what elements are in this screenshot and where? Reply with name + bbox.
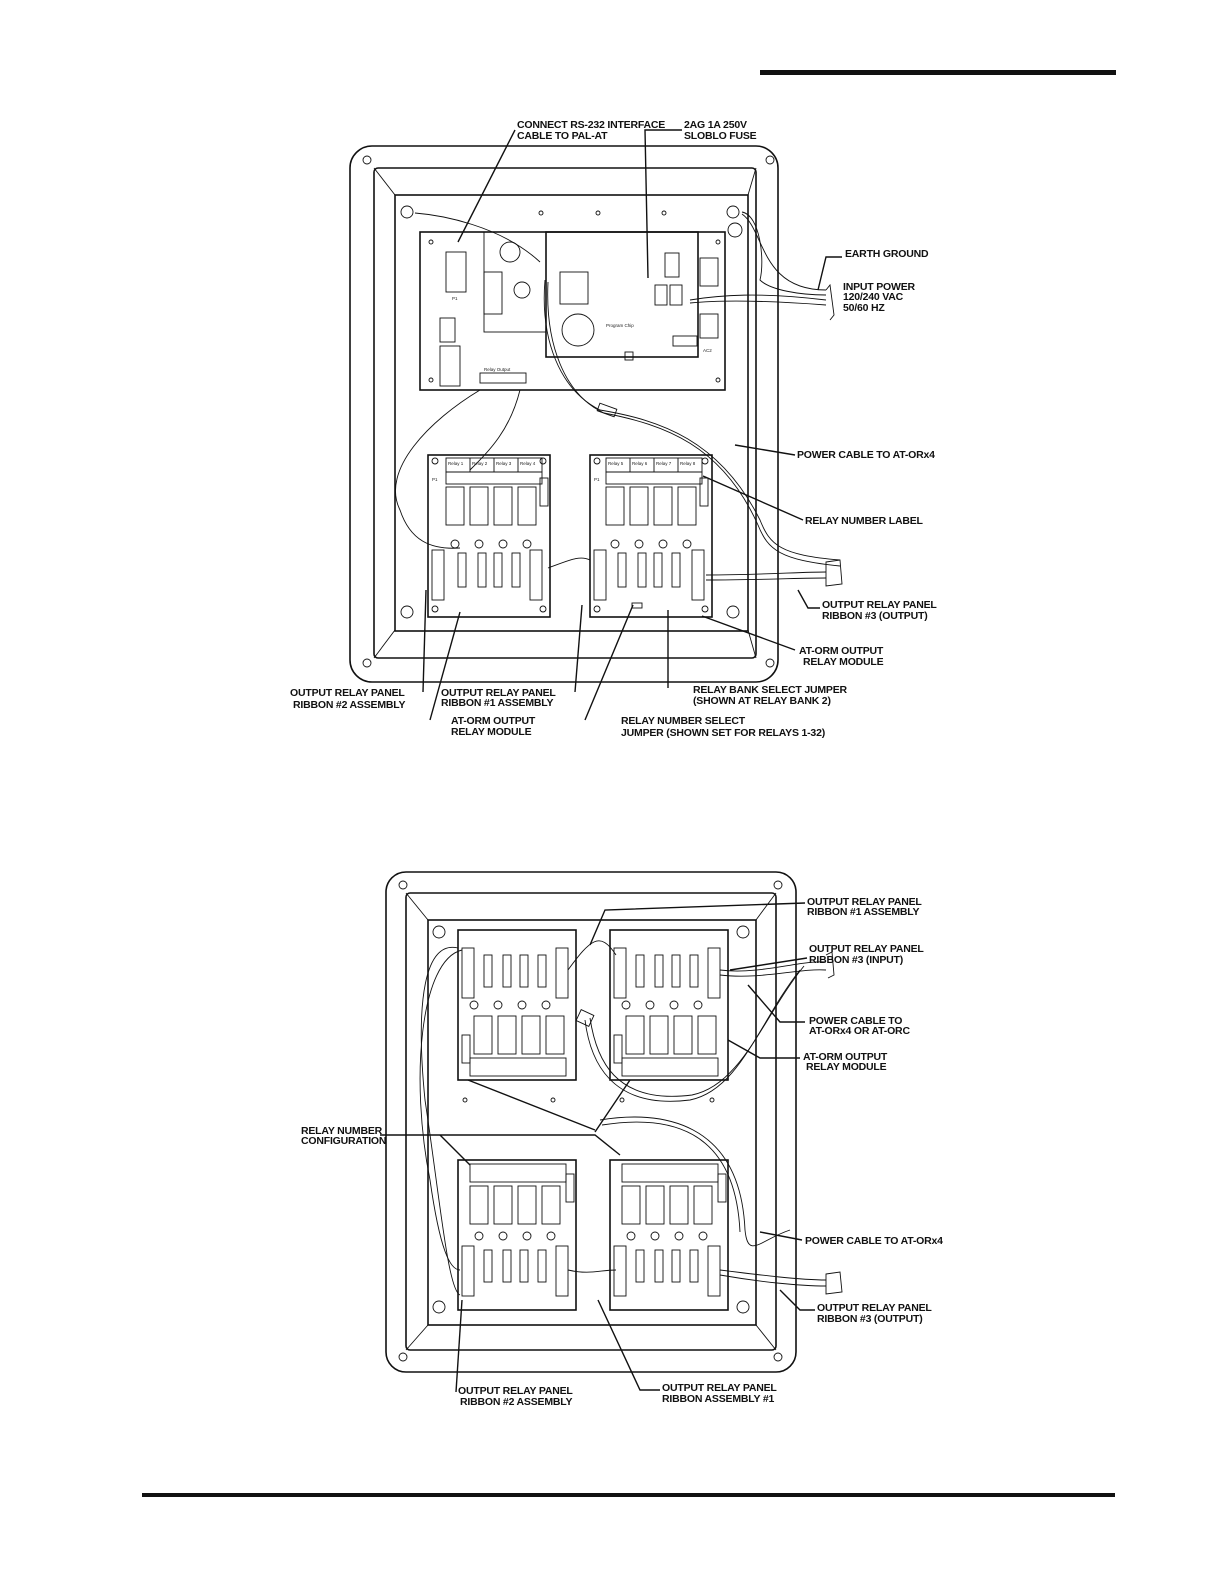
header-rule — [760, 70, 1116, 75]
relay-1-text: Relay 1 — [448, 461, 464, 466]
program-chip-text: Program Chip — [606, 323, 634, 328]
bottom-module-br — [609, 1159, 729, 1311]
top-ribbon-out — [825, 283, 843, 587]
label-ribbon1-top-1: OUTPUT RELAY PANEL — [441, 687, 556, 699]
label-b-ribbon3in-2: RIBBON #3 (INPUT) — [809, 954, 903, 966]
label-ribbon2-top-1: OUTPUT RELAY PANEL — [290, 687, 405, 699]
relay-4-text: Relay 4 — [520, 461, 536, 466]
label-b-ribbon3out-2: RIBBON #3 (OUTPUT) — [817, 1313, 923, 1325]
label-input-power-1: INPUT POWER — [843, 281, 916, 293]
controller-board: Program Chip Relay Output P1 AC2 — [419, 231, 726, 391]
label-rs232-1: CONNECT RS-232 INTERFACE — [517, 119, 665, 131]
relay-8-text: Relay 8 — [680, 461, 696, 466]
top-leaders — [422, 129, 842, 721]
bottom-leaders — [380, 902, 815, 1393]
footer-rule — [142, 1493, 1115, 1497]
label-ribbon3-top-1: OUTPUT RELAY PANEL — [822, 599, 937, 611]
enclosure-screws — [362, 155, 775, 668]
top-relay-module-left: Relay 1 Relay 2 Relay 3 Relay 4 — [427, 454, 551, 618]
label-fuse-2: SLOBLO FUSE — [684, 130, 757, 142]
label-atorm-left-1: AT-ORM OUTPUT — [451, 715, 536, 727]
bottom-module-tr — [609, 929, 729, 1081]
top-wiring — [395, 211, 841, 581]
label-b-atorm-1: AT-ORM OUTPUT — [803, 1051, 888, 1063]
relay-2-text: Relay 2 — [472, 461, 488, 466]
relay-output-text: Relay Output — [484, 367, 511, 372]
bottom-enclosure: OUTPUT RELAY PANEL RIBBON #1 ASSEMBLY OU… — [301, 871, 943, 1408]
label-atorm-left-2: RELAY MODULE — [451, 726, 532, 738]
relay-6-text: Relay 6 — [632, 461, 648, 466]
label-b-ribbon3in-1: OUTPUT RELAY PANEL — [809, 943, 924, 955]
label-input-power-2: 120/240 VAC — [843, 291, 904, 303]
label-ribbon1-top-2: RIBBON #1 ASSEMBLY — [441, 697, 554, 709]
relay-7-text: Relay 7 — [656, 461, 672, 466]
label-b-relay-config-2: CONFIGURATION — [301, 1135, 386, 1147]
top-relay-module-right: Relay 5 Relay 6 Relay 7 Relay 8 — [589, 454, 713, 618]
p1-text-a: P1 — [432, 477, 438, 482]
svg-text:P1: P1 — [452, 296, 458, 301]
svg-text:AC2: AC2 — [703, 348, 712, 353]
bottom-wiring — [419, 940, 827, 1296]
label-ribbon3-top-2: RIBBON #3 (OUTPUT) — [822, 610, 928, 622]
label-bank-jumper-1: RELAY BANK SELECT JUMPER — [693, 684, 848, 696]
label-bank-jumper-2: (SHOWN AT RELAY BANK 2) — [693, 695, 831, 707]
label-relay-jumper-2: JUMPER (SHOWN SET FOR RELAYS 1-32) — [621, 727, 825, 739]
label-b-atorm-2: RELAY MODULE — [806, 1061, 887, 1073]
bottom-module-tl — [457, 929, 577, 1081]
label-b-ribbon2-1: OUTPUT RELAY PANEL — [458, 1385, 573, 1397]
label-b-ribbon1-1: OUTPUT RELAY PANEL — [807, 896, 922, 908]
label-relay-jumper-1: RELAY NUMBER SELECT — [621, 715, 746, 727]
label-earth-ground: EARTH GROUND — [845, 248, 929, 260]
top-enclosure: Program Chip Relay Output P1 AC2 — [290, 119, 938, 739]
p1-text-b: P1 — [594, 477, 600, 482]
label-b-power-orc-2: AT-ORx4 OR AT-ORC — [809, 1025, 910, 1037]
label-ribbon2-top-2: RIBBON #2 ASSEMBLY — [293, 699, 406, 711]
label-b-ribbon1-2: RIBBON #1 ASSEMBLY — [807, 906, 920, 918]
label-b-ribbon-asm1-1: OUTPUT RELAY PANEL — [662, 1382, 777, 1394]
bottom-module-bl — [457, 1159, 577, 1311]
relay-3-text: Relay 3 — [496, 461, 512, 466]
label-fuse-1: 2AG 1A 250V — [684, 119, 747, 131]
label-input-power-3: 50/60 HZ — [843, 302, 885, 314]
bottom-labels: OUTPUT RELAY PANEL RIBBON #1 ASSEMBLY OU… — [301, 896, 943, 1408]
top-labels: CONNECT RS-232 INTERFACE CABLE TO PAL-AT… — [290, 119, 938, 739]
label-rs232-2: CABLE TO PAL-AT — [517, 130, 608, 142]
bottom-ribbon-ends — [825, 951, 843, 1295]
label-b-relay-config-1: RELAY NUMBER — [301, 1125, 383, 1137]
label-power-cable-top: POWER CABLE TO AT-ORx4 — [797, 449, 935, 461]
label-relay-number-label: RELAY NUMBER LABEL — [805, 515, 924, 527]
bottom-screws — [398, 880, 783, 1362]
label-b-power-orc-1: POWER CABLE TO — [809, 1015, 902, 1027]
label-b-power-cable: POWER CABLE TO AT-ORx4 — [805, 1235, 943, 1247]
relay-5-text: Relay 5 — [608, 461, 624, 466]
label-b-ribbon-asm1-2: RIBBON ASSEMBLY #1 — [662, 1393, 774, 1405]
label-atorm-right-1: AT-ORM OUTPUT — [799, 645, 884, 657]
label-atorm-right-2: RELAY MODULE — [803, 656, 884, 668]
label-b-ribbon2-2: RIBBON #2 ASSEMBLY — [460, 1396, 573, 1408]
label-b-ribbon3out-1: OUTPUT RELAY PANEL — [817, 1302, 932, 1314]
